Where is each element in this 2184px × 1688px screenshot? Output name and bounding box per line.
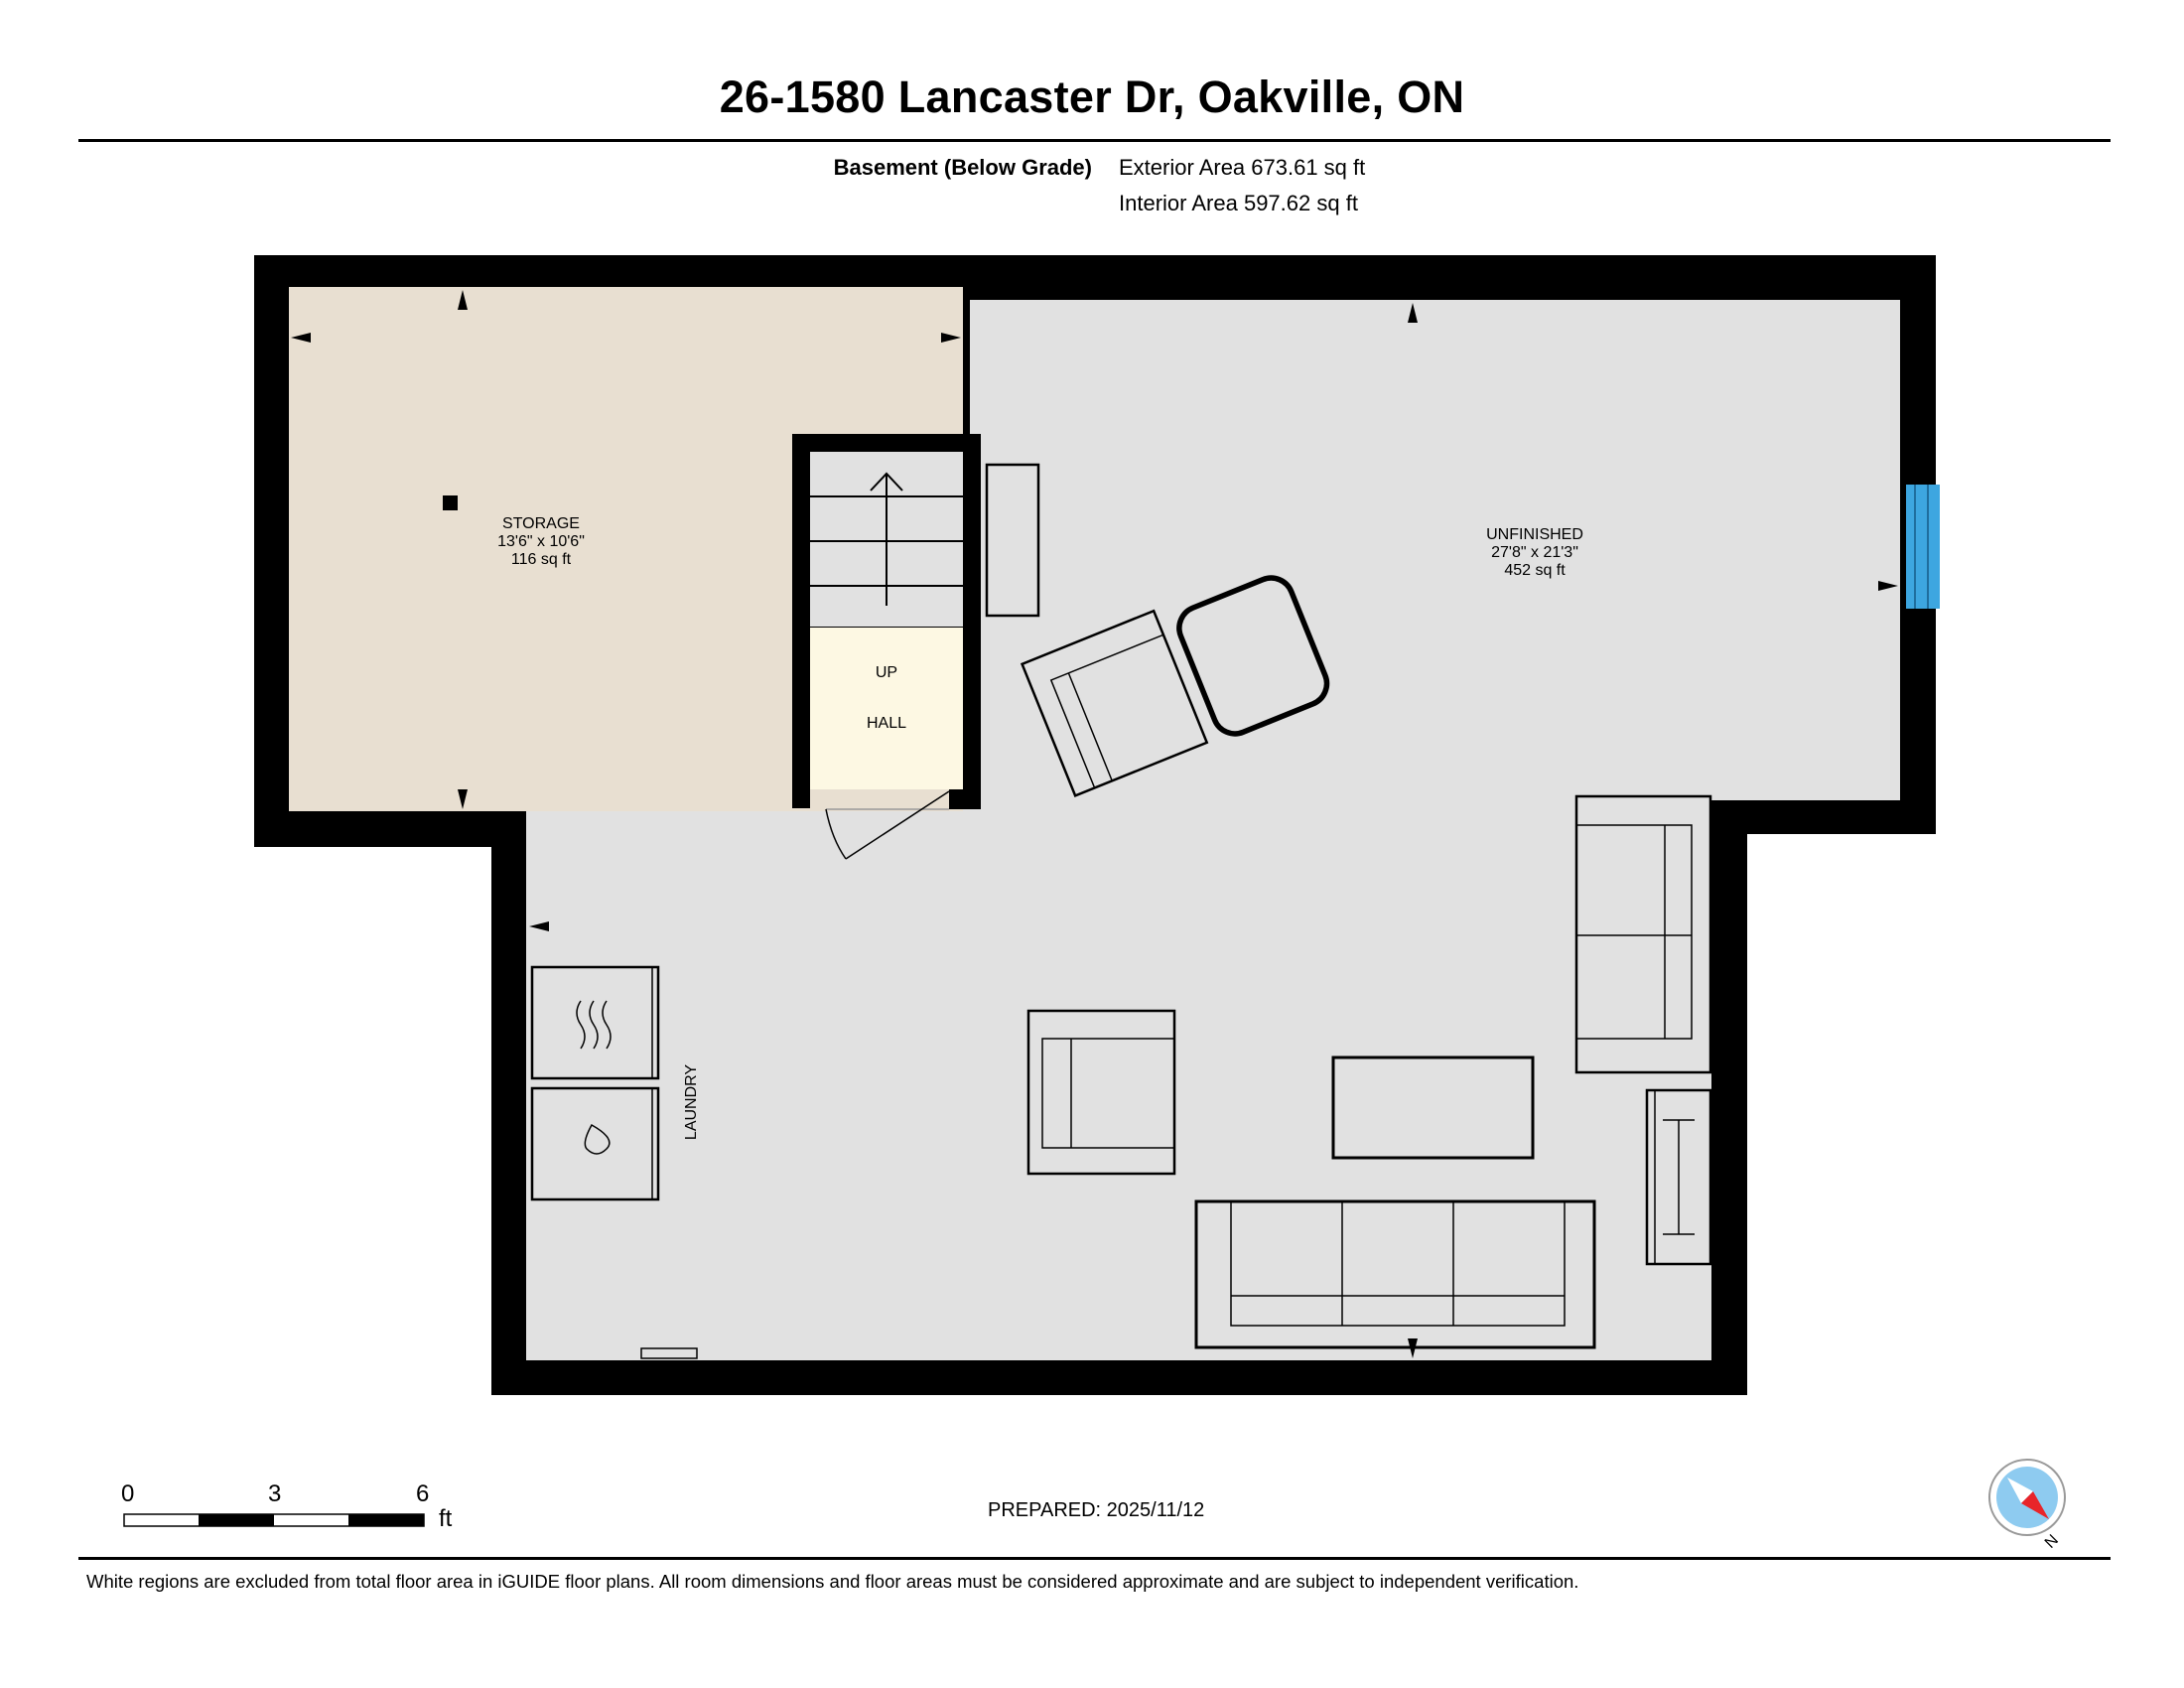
stair-enclosure-wall (792, 434, 981, 452)
ottoman (1176, 575, 1330, 737)
floor-level-label: Basement (Below Grade) (833, 155, 1092, 180)
post-marker (443, 495, 458, 510)
hall-room-floor (810, 628, 963, 789)
unfinished-room-dims: 27'8" x 21'3" (1491, 544, 1578, 561)
tv-stand (1645, 1088, 1712, 1266)
unfinished-room-area: 452 sq ft (1504, 562, 1566, 579)
door-swing (825, 790, 950, 860)
sofa (1194, 1199, 1596, 1349)
washer (530, 1086, 660, 1201)
laundry-label: LAUNDRY (683, 1064, 700, 1141)
compass-north-label: N (2042, 1532, 2062, 1552)
disclaimer-text: White regions are excluded from total fl… (86, 1571, 1579, 1592)
scale-unit: ft (439, 1505, 453, 1532)
hall-room-name: HALL (867, 715, 906, 732)
dryer (530, 965, 660, 1080)
compass-icon (1988, 1459, 2066, 1536)
storage-room-name: STORAGE (502, 515, 580, 532)
header-divider (78, 139, 2111, 142)
cabinet (985, 463, 1040, 618)
scale-tick-3: 3 (268, 1480, 282, 1507)
armchair-rotated (1020, 609, 1209, 797)
armchair (1026, 1009, 1176, 1176)
loveseat (1574, 794, 1712, 1074)
storage-room-area: 116 sq ft (511, 551, 572, 568)
window (1906, 485, 1940, 609)
furniture (530, 463, 1712, 1359)
page-title: 26-1580 Lancaster Dr, Oakville, ON (719, 71, 1465, 122)
scale-tick-6: 6 (416, 1480, 430, 1507)
prepared-date: PREPARED: 2025/11/12 (988, 1499, 1205, 1521)
scale-tick-0: 0 (121, 1480, 135, 1507)
floor-vent (640, 1347, 698, 1359)
scale-bar (123, 1513, 425, 1527)
interior-area: Interior Area 597.62 sq ft (1119, 191, 1358, 215)
footer-divider (78, 1557, 2111, 1560)
exterior-area: Exterior Area 673.61 sq ft (1119, 155, 1366, 180)
unfinished-room-name: UNFINISHED (1486, 526, 1583, 543)
coffee-table (1331, 1055, 1535, 1160)
stair-up-label: UP (876, 664, 897, 681)
storage-room-dims: 13'6" x 10'6" (497, 533, 585, 550)
dimension-arrows (291, 290, 1898, 1358)
unfinished-room-floor (526, 300, 1900, 1360)
